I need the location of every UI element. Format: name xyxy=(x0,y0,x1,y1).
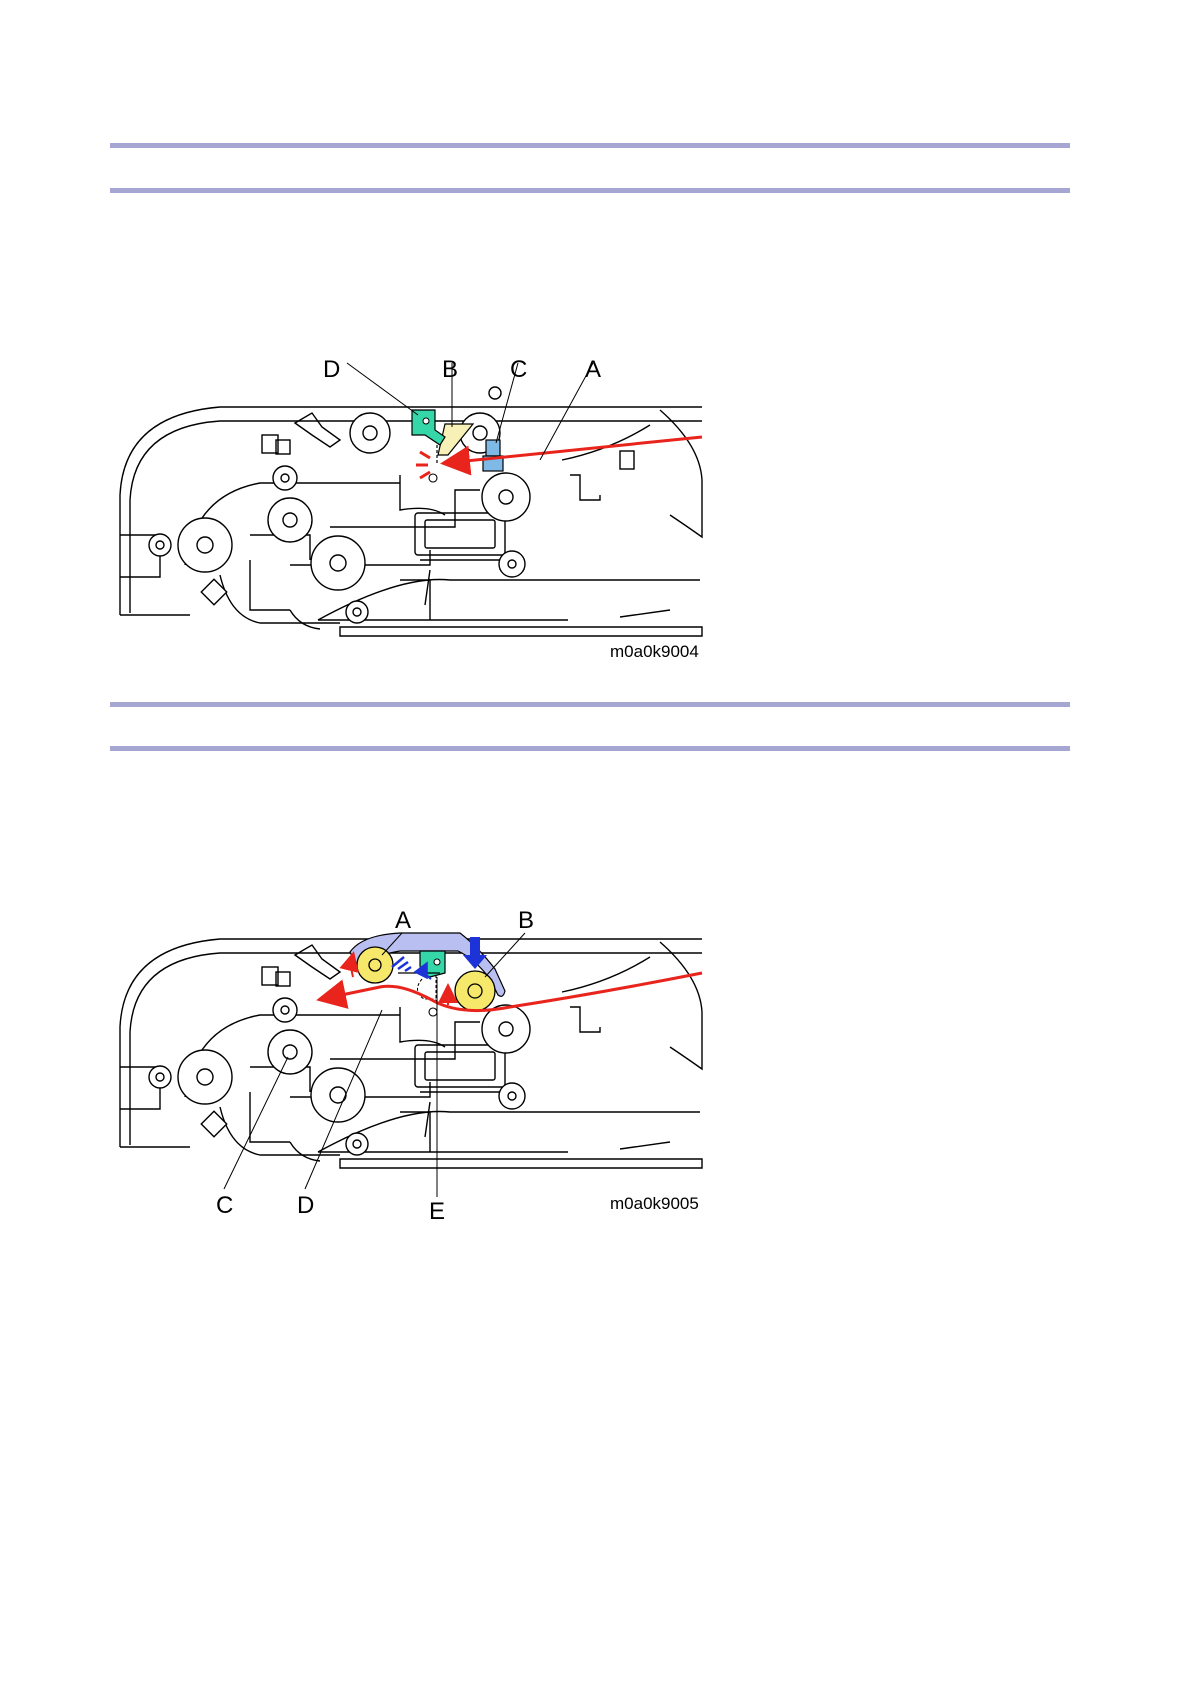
callout-d: D xyxy=(297,1192,314,1219)
figure-code: m0a0k9005 xyxy=(610,1194,699,1213)
callout-c: C xyxy=(510,356,527,383)
callout-d: D xyxy=(323,356,340,383)
figure-2-diagram: A B C D E m0a0k9005 xyxy=(100,907,720,1222)
callout-b: B xyxy=(442,356,458,383)
figure-1: D B C A m0a0k9004 xyxy=(100,355,720,675)
base-plate xyxy=(340,627,702,636)
section-rule-2-top xyxy=(110,702,1070,707)
sensor-c xyxy=(486,440,500,456)
figure-code: m0a0k9004 xyxy=(610,642,699,661)
callout-b: B xyxy=(518,907,534,934)
base-plate xyxy=(340,1159,702,1168)
lever-d xyxy=(412,410,445,445)
callout-a: A xyxy=(585,356,601,383)
section-rule-2-bottom xyxy=(110,746,1070,751)
figure-2: A B C D E m0a0k9005 xyxy=(100,907,720,1222)
figure-1-diagram: D B C A m0a0k9004 xyxy=(100,355,720,675)
section-rule-1-bottom xyxy=(110,188,1070,193)
callout-a: A xyxy=(395,907,411,934)
callout-c: C xyxy=(216,1192,233,1219)
callout-e: E xyxy=(429,1198,445,1222)
section-rule-1-top xyxy=(110,143,1070,148)
